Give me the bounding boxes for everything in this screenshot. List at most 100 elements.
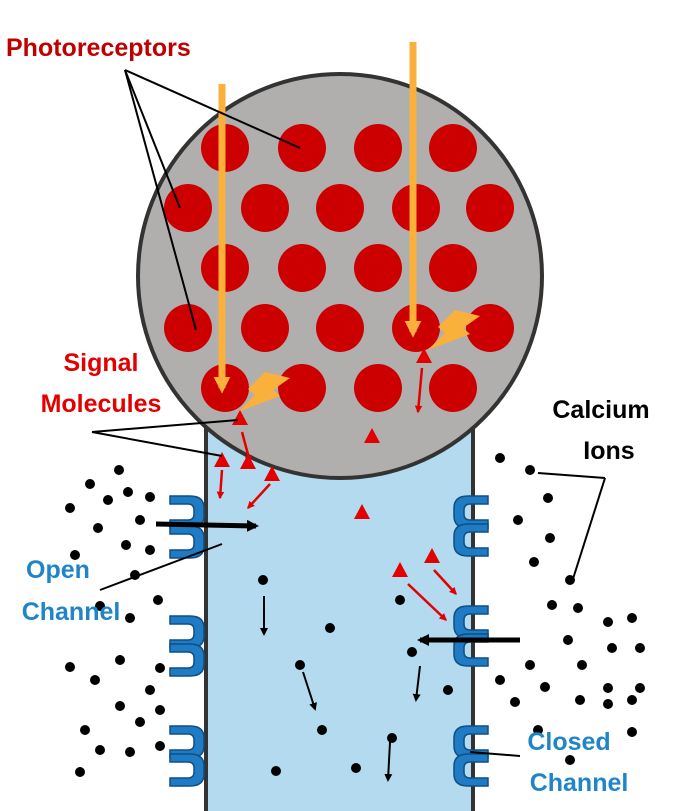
calcium-ion	[525, 660, 535, 670]
calcium-ion	[575, 695, 585, 705]
calcium-ion	[125, 613, 135, 623]
photoreceptor	[278, 124, 326, 172]
calcium-ion	[407, 647, 417, 657]
label-signal-line2: Molecules	[41, 390, 162, 418]
photoreceptor	[429, 364, 477, 412]
signal-molecule	[364, 428, 380, 443]
signal-molecule	[264, 466, 280, 481]
calcium-ion	[565, 755, 575, 765]
signal-molecule-group	[214, 348, 440, 577]
calcium-ion	[627, 727, 637, 737]
calcium-ion	[525, 465, 535, 475]
cell-body	[136, 72, 544, 480]
ion-influx-arrow	[155, 519, 259, 532]
calcium-ion	[295, 660, 305, 670]
calcium-ion	[155, 705, 165, 715]
calcium-ion	[627, 695, 637, 705]
calcium-ion	[317, 725, 327, 735]
signal-molecule	[354, 504, 370, 519]
leader-lines	[91, 69, 606, 757]
calcium-ion	[635, 683, 645, 693]
signal-molecule	[392, 562, 408, 577]
ion-channel	[453, 495, 489, 529]
calcium-ion	[145, 492, 155, 502]
ion-channel	[169, 725, 205, 759]
ion-channel	[453, 523, 489, 557]
photoreceptor	[354, 364, 402, 412]
calcium-ion	[540, 682, 550, 692]
calcium-ion	[563, 635, 573, 645]
calcium-ion	[395, 595, 405, 605]
signal-arrow	[433, 569, 457, 595]
label-open-line1: Open	[26, 556, 90, 584]
calcium-ion	[607, 643, 617, 653]
signal-molecule	[416, 348, 432, 363]
calcium-ion	[115, 701, 125, 711]
photoreceptor	[241, 304, 289, 352]
signal-arrows	[216, 367, 457, 621]
photoreceptor	[354, 244, 402, 292]
signal-arrow	[414, 367, 424, 414]
label-open-line2: Channel	[22, 598, 121, 626]
calcium-ion	[155, 663, 165, 673]
lightning-bolt-icon	[238, 372, 290, 412]
calcium-ion	[573, 603, 583, 613]
calcium-ion	[495, 453, 505, 463]
calcium-ion	[351, 763, 361, 773]
calcium-ion	[545, 533, 555, 543]
calcium-ion	[153, 595, 163, 605]
ion-motion-arrow	[384, 741, 393, 782]
calcium-ion	[495, 675, 505, 685]
calcium-ion	[577, 660, 587, 670]
calcium-ion	[387, 733, 397, 743]
photoreceptor	[164, 184, 212, 232]
ion-channel	[169, 643, 205, 677]
calcium-ion	[75, 767, 85, 777]
signal-arrow	[247, 483, 271, 509]
photoreceptor	[429, 124, 477, 172]
photoreceptor	[316, 184, 364, 232]
calcium-ion	[603, 683, 613, 693]
calcium-ion	[271, 766, 281, 776]
calcium-ion	[533, 725, 543, 735]
ion-channel	[453, 725, 489, 759]
calcium-ion	[65, 503, 75, 513]
calcium-ion	[510, 697, 520, 707]
calcium-ion	[155, 741, 165, 751]
label-signal-line1: Signal	[63, 349, 138, 377]
photoreceptor	[278, 244, 326, 292]
signal-molecule	[214, 452, 230, 467]
calcium-ion	[80, 725, 90, 735]
calcium-ion-group	[65, 453, 645, 777]
signal-arrow	[216, 469, 225, 500]
ion-channel	[169, 525, 205, 559]
calcium-ion	[635, 643, 645, 653]
calcium-ion	[121, 540, 131, 550]
calcium-ion	[513, 515, 523, 525]
photoreceptor	[354, 124, 402, 172]
label-calcium-line1: Calcium	[552, 396, 649, 424]
calcium-ion	[603, 699, 613, 709]
calcium-ion	[95, 601, 105, 611]
calcium-ion	[529, 557, 539, 567]
ion-channel	[453, 753, 489, 787]
calcium-ion	[443, 685, 453, 695]
calcium-ion	[325, 623, 335, 633]
photoreceptor	[466, 304, 514, 352]
label-closed-line1: Closed	[527, 728, 610, 756]
calcium-ion	[135, 515, 145, 525]
calcium-ion	[85, 479, 95, 489]
calcium-ion	[145, 545, 155, 555]
calcium-ion	[603, 617, 613, 627]
ion-channel	[169, 753, 205, 787]
signal-molecule	[232, 410, 248, 425]
calcium-ion	[95, 745, 105, 755]
calcium-ion	[123, 487, 133, 497]
signal-molecule	[424, 548, 440, 563]
calcium-ion	[90, 675, 100, 685]
calcium-ion	[125, 747, 135, 757]
ion-channel	[169, 615, 205, 649]
photoreceptor	[278, 364, 326, 412]
photoreceptor	[466, 184, 514, 232]
